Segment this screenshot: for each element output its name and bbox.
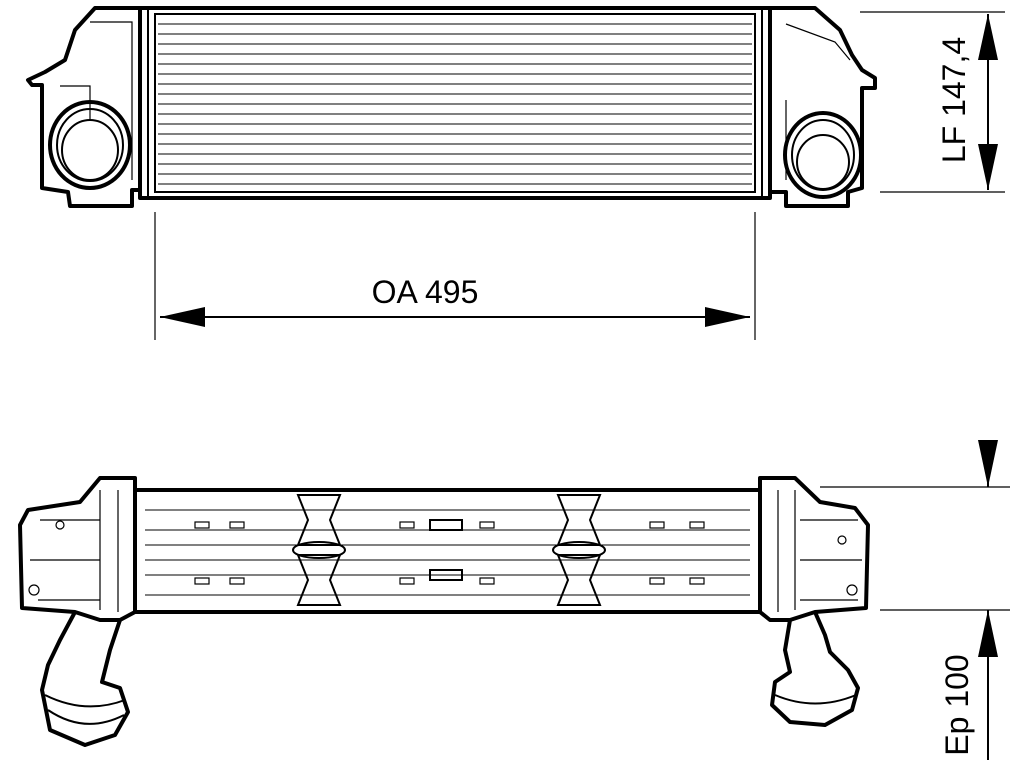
tube-slot	[194, 521, 210, 529]
bottom-core-fins	[145, 509, 750, 596]
tube-slot	[649, 577, 665, 585]
mounting-hole	[55, 520, 65, 530]
front-left-pipe	[48, 100, 132, 190]
bottom-clip-right	[552, 494, 606, 606]
tube-slot	[229, 577, 245, 585]
front-core-fins	[158, 23, 752, 185]
front-core-inner	[154, 13, 756, 193]
overall-length-dimension: OA 495	[154, 212, 756, 340]
front-right-pipe	[783, 111, 863, 199]
front-right-tank	[770, 6, 877, 208]
mounting-hole	[28, 584, 40, 596]
front-view	[26, 6, 877, 208]
tube-slot	[399, 521, 415, 529]
oa-arrow-left	[160, 307, 205, 327]
core-height-dimension: LF 147,4	[860, 11, 1005, 193]
bottom-view	[18, 476, 870, 747]
oa-arrow-right	[705, 307, 750, 327]
tube-slot	[479, 521, 495, 529]
bottom-right-tank	[758, 476, 870, 622]
mounting-hole	[837, 535, 847, 545]
bottom-clip-left	[292, 494, 346, 606]
bottom-right-pipe	[770, 611, 860, 727]
bottom-left-tank	[18, 476, 137, 622]
bottom-core	[133, 488, 762, 614]
tube-slot	[194, 577, 210, 585]
front-left-tank	[26, 6, 140, 208]
ep-arrow-top	[978, 440, 998, 487]
tube-slot	[229, 521, 245, 529]
lf-arrow-top	[978, 14, 998, 60]
lf-arrow-bottom	[978, 144, 998, 190]
mounting-hole	[846, 584, 858, 596]
ep-label: Ep 100	[939, 654, 975, 755]
tube-slot	[479, 577, 495, 585]
bottom-left-pipe	[40, 611, 130, 747]
core-depth-dimension: Ep 100	[820, 440, 1010, 760]
ep-arrow-bottom	[978, 610, 998, 657]
tube-slot	[689, 577, 705, 585]
front-core	[138, 6, 772, 200]
tube-slot	[689, 521, 705, 529]
tube-slot	[649, 521, 665, 529]
lf-label: LF 147,4	[936, 37, 972, 163]
oa-label: OA 495	[372, 274, 479, 310]
tube-slot	[399, 577, 415, 585]
